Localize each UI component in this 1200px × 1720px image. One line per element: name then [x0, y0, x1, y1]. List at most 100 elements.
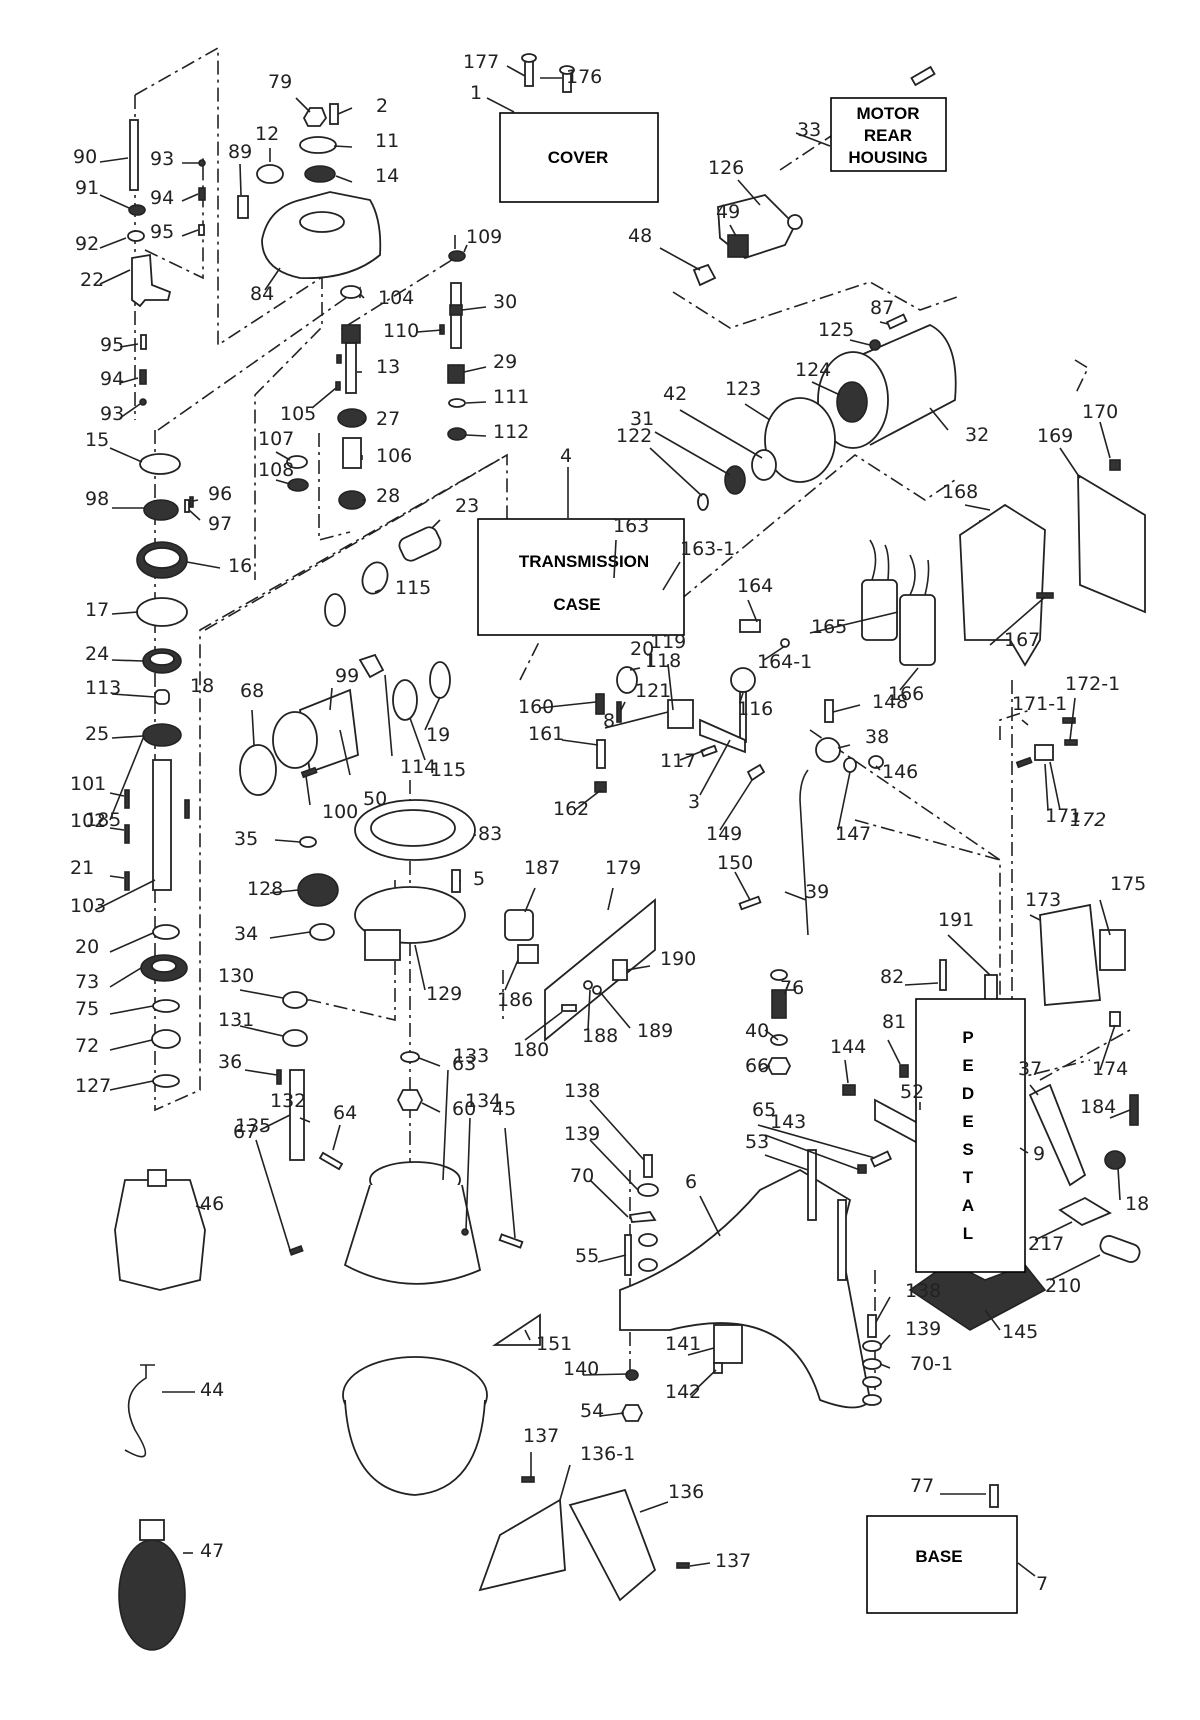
callout-143: 143 — [770, 1111, 806, 1133]
leader-128 — [269, 889, 299, 894]
leader-177 — [506, 65, 526, 77]
leader-109 — [463, 244, 468, 253]
led-189-shape — [592, 985, 602, 995]
callout-165: 165 — [811, 616, 847, 638]
callout-76: 76 — [780, 977, 804, 999]
leader-6 — [699, 1195, 721, 1237]
leader-168 — [964, 504, 991, 511]
led-188-shape — [583, 980, 593, 990]
leader-136 — [639, 1501, 669, 1513]
leader-38 — [837, 744, 851, 749]
plate-84-hub — [299, 211, 345, 233]
pin-95b-shape — [140, 334, 147, 350]
leader-217 — [1034, 1221, 1073, 1241]
key-100-shape — [124, 789, 130, 809]
callout-141: 141 — [665, 1333, 701, 1355]
planetary-5-shape — [354, 886, 466, 944]
nut-66-shape — [766, 1057, 792, 1075]
leader-137 — [689, 1562, 711, 1567]
callout-12: 12 — [255, 123, 279, 145]
key-105b-shape — [335, 381, 341, 391]
gasket-123-shape — [764, 397, 836, 483]
callout-11: 11 — [375, 130, 399, 152]
callout-115: 115 — [430, 759, 466, 781]
callout-130: 130 — [218, 965, 254, 987]
beater-45-hub — [147, 1169, 167, 1187]
callout-34: 34 — [234, 923, 258, 945]
capacitor-166-shape — [899, 594, 936, 666]
bracket-173-shape — [1039, 903, 1101, 1006]
callout-146: 146 — [882, 761, 918, 783]
callout-72: 72 — [75, 1035, 99, 1057]
callout-136: 136 — [668, 1481, 704, 1503]
pedestal-letter-7: A — [962, 1196, 974, 1215]
leader-15 — [109, 447, 143, 463]
base-box-number: 7 — [1036, 1573, 1048, 1595]
leader-64 — [332, 1124, 341, 1151]
callout-77: 77 — [910, 1475, 934, 1497]
callout-115: 115 — [395, 577, 431, 599]
bushing-18-shape — [1104, 1150, 1126, 1170]
bearing-115a-shape — [361, 561, 389, 595]
leader-93 — [119, 403, 141, 419]
callout-184: 184 — [1080, 1096, 1116, 1118]
callout-9: 9 — [1033, 1143, 1045, 1165]
bearing-104-shape — [340, 285, 362, 299]
bearing-128-shape — [309, 923, 335, 941]
transmission-case-box — [477, 518, 685, 636]
capacitor-wires — [869, 539, 930, 596]
callout-93: 93 — [100, 403, 124, 425]
leader-68 — [251, 709, 255, 746]
ring-103-shape — [152, 924, 180, 940]
leader-132 — [299, 1117, 311, 1123]
screw-172-1-shape — [1064, 739, 1078, 746]
leader-117 — [679, 749, 706, 761]
leader-63 — [418, 1057, 441, 1067]
leader-184 — [1109, 1109, 1131, 1119]
pin-121-shape — [616, 701, 622, 723]
callout-79: 79 — [268, 71, 292, 93]
leader-191 — [947, 934, 991, 976]
key-side-shape — [184, 799, 190, 819]
callout-52: 52 — [900, 1081, 924, 1103]
screw-178-shape — [910, 65, 936, 87]
bolt-83-shape — [451, 869, 461, 893]
callout-98: 98 — [85, 488, 109, 510]
leader-190 — [626, 965, 651, 971]
oring-42-shape — [751, 449, 777, 481]
frame-6-shape — [619, 1168, 871, 1409]
leader-65 — [757, 1124, 876, 1159]
callout-106: 106 — [376, 445, 412, 467]
leader-165 — [809, 611, 899, 634]
coupling-49-shape — [727, 234, 749, 258]
motor-box-line-3: HOUSING — [848, 148, 927, 167]
callout-24: 24 — [85, 643, 109, 665]
leader-139 — [879, 1334, 891, 1347]
callout-136-1: 136-1 — [580, 1443, 635, 1465]
leader-70 — [589, 1179, 629, 1218]
callout-73: 73 — [75, 971, 99, 993]
leader-161 — [561, 739, 599, 746]
bolt-81-shape — [899, 1064, 909, 1078]
callout-189: 189 — [637, 1020, 673, 1042]
leader-102 — [109, 827, 125, 831]
callout-22: 22 — [80, 269, 104, 291]
washer-64-shape — [400, 1051, 420, 1063]
leader-8 — [604, 711, 669, 729]
leader-129 — [414, 944, 426, 991]
callout-121: 121 — [635, 680, 671, 702]
planetary-5-boss — [364, 929, 401, 961]
callout-29: 29 — [493, 351, 517, 373]
ring-gear-16-inner — [143, 547, 181, 569]
callout-124: 124 — [795, 359, 831, 381]
callout-126: 126 — [708, 157, 744, 179]
pin-148-shape — [824, 699, 834, 723]
leader-114 — [384, 674, 393, 757]
callout-66: 66 — [745, 1055, 769, 1077]
leader-162 — [574, 789, 602, 811]
leader-89 — [239, 163, 242, 196]
leader-17 — [111, 611, 139, 615]
screw-164-1-shape — [780, 638, 790, 648]
pedestal-box — [915, 998, 1026, 1273]
bearing-129-shape — [282, 991, 308, 1009]
